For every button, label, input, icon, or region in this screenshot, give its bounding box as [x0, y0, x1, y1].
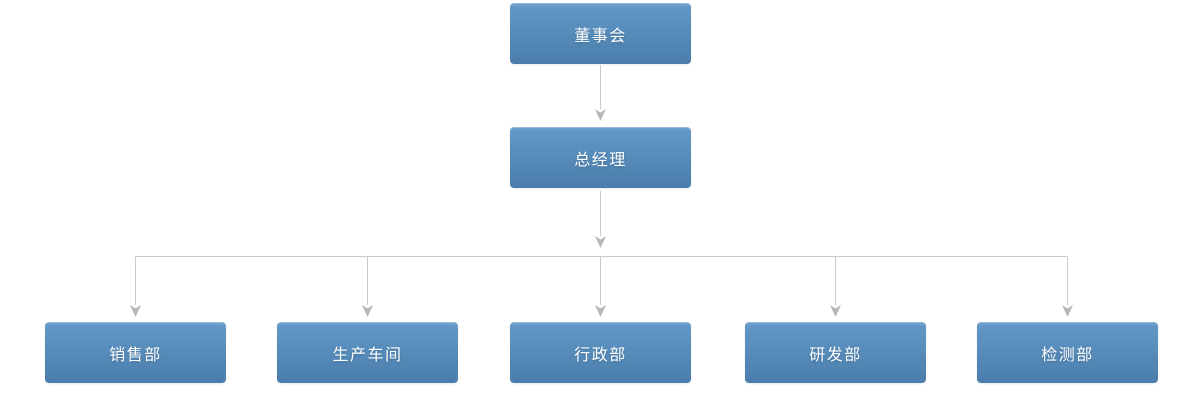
- node-board-of-directors[interactable]: 董事会: [510, 3, 691, 64]
- edge-rail-rnd-arrow-icon: [830, 305, 841, 317]
- node-inspection-dept[interactable]: 检测部: [977, 322, 1158, 383]
- edge-rail-sales-arrow-icon: [130, 305, 141, 317]
- node-rnd-dept[interactable]: 研发部: [745, 322, 926, 383]
- edge-rail-production-arrow-icon: [362, 305, 373, 317]
- node-label: 董事会: [574, 27, 627, 45]
- node-label: 销售部: [109, 346, 162, 364]
- node-sales-dept[interactable]: 销售部: [45, 322, 226, 383]
- node-label: 总经理: [574, 151, 627, 169]
- edge-rail-inspection-arrow-icon: [1062, 305, 1073, 317]
- edge-gm-rail-arrow-icon: [595, 236, 606, 248]
- node-production-workshop[interactable]: 生产车间: [277, 322, 458, 383]
- edge-board-gm-arrow-icon: [595, 109, 606, 121]
- node-general-manager[interactable]: 总经理: [510, 127, 691, 188]
- node-label: 生产车间: [332, 346, 403, 364]
- node-admin-dept[interactable]: 行政部: [510, 322, 691, 383]
- node-label: 检测部: [1041, 346, 1094, 364]
- node-label: 行政部: [574, 346, 627, 364]
- edge-rail-admin-arrow-icon: [595, 305, 606, 317]
- node-label: 研发部: [809, 346, 862, 364]
